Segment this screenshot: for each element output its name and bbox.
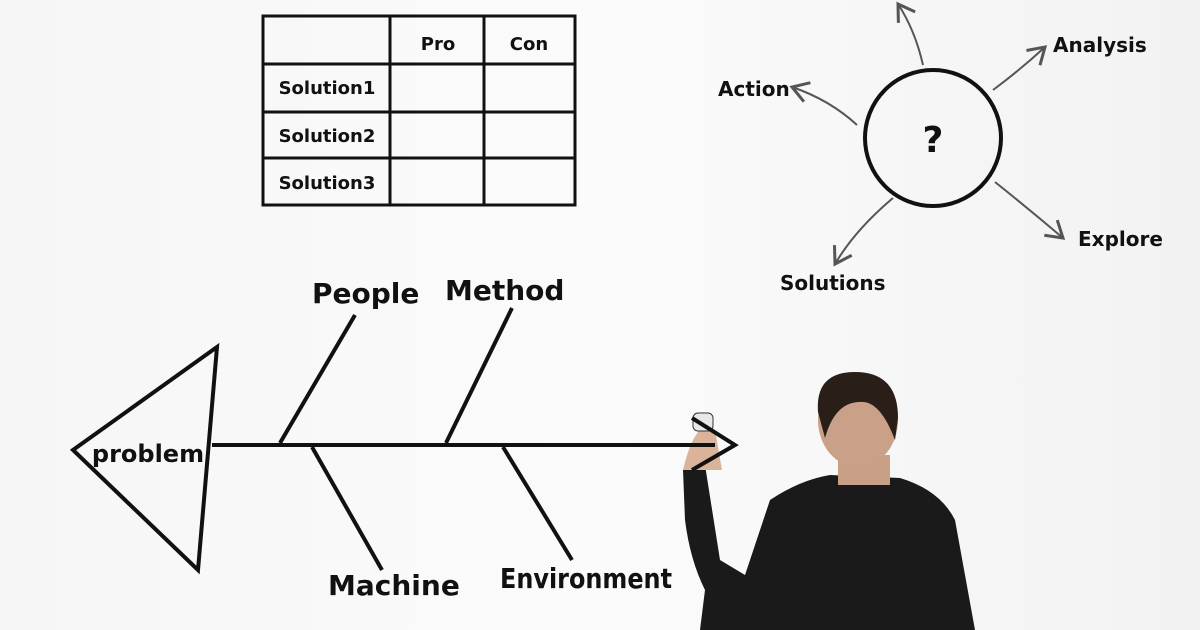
table-header-con: Con — [510, 34, 548, 55]
arrow-solutions — [832, 197, 894, 267]
suit-jacket — [683, 465, 975, 630]
arrow-action — [789, 81, 858, 126]
mind-map-arrows — [789, 1, 1066, 267]
fishbone-diagram — [69, 307, 739, 575]
fishbone-head — [69, 342, 220, 575]
table-row-label: Solution3 — [279, 173, 376, 194]
mind-map-branch-action: Action — [718, 77, 790, 101]
hair — [817, 372, 898, 440]
fishbone-problem-label: problem — [92, 440, 204, 468]
mind-map-center-circle — [863, 68, 1003, 208]
fishbone-cause-method: Method — [445, 274, 564, 307]
mind-map-branch-analysis: Analysis — [1053, 33, 1147, 57]
table-row-label: Solution2 — [279, 126, 376, 147]
fishbone-cause-people: People — [312, 277, 419, 310]
businessman-figure — [683, 372, 975, 630]
table-header-pro: Pro — [421, 34, 455, 55]
arrow-explore — [994, 181, 1066, 240]
fishbone-cause-machine: Machine — [328, 569, 460, 602]
decision-table — [261, 14, 577, 207]
mind-map-branch-solutions: Solutions — [780, 271, 886, 295]
table-row-label: Solution1 — [279, 78, 376, 99]
fishbone-cause-environment: Environment — [500, 562, 672, 595]
mind-map-center-label: ? — [923, 120, 944, 161]
mind-map-branch-explore: Explore — [1078, 227, 1163, 251]
fishbone-tail — [690, 416, 739, 472]
arrow-analysis — [992, 45, 1048, 91]
arrow-up — [896, 1, 924, 66]
